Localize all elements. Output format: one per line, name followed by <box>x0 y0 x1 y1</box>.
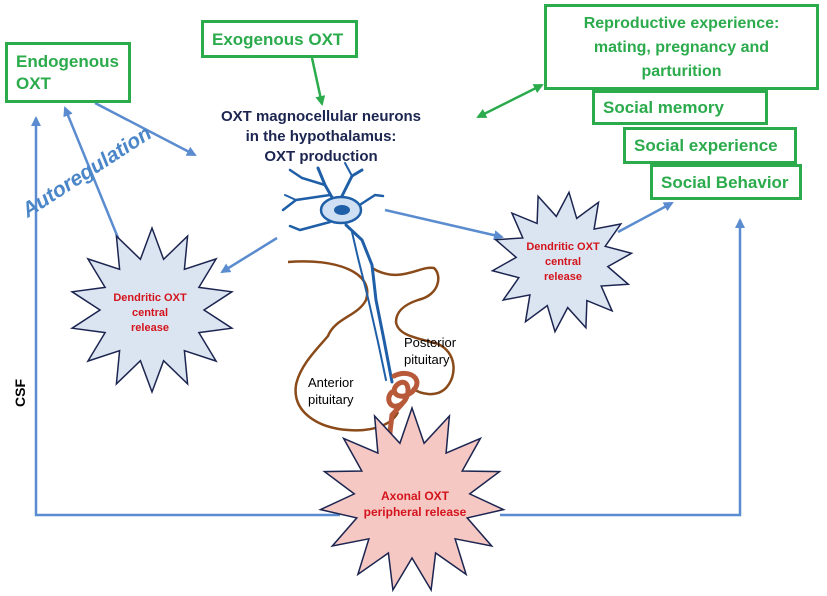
burst-left-line-1: Dendritic OXT <box>113 292 187 304</box>
neuron <box>281 162 394 384</box>
reproductive-line-3: parturition <box>641 63 722 80</box>
neurons-title-line-2: in the hypothalamus: <box>245 128 397 145</box>
social-behavior-box: Social Behavior <box>650 164 802 200</box>
arrow-to-endogenous-from-burst <box>63 106 127 256</box>
exogenous-oxt-box: Exogenous OXT <box>201 20 358 58</box>
arrow-reproductive-neurons <box>476 83 544 119</box>
endogenous-oxt-box: Endogenous OXT <box>5 42 131 103</box>
social-experience-box: Social experience <box>623 127 797 164</box>
burst-right-label: Dendritic OXT central release <box>508 240 618 285</box>
burst-left-label: Dendritic OXT central release <box>95 291 205 336</box>
burst-left-line-3: release <box>131 322 169 334</box>
reproductive-line-2: mating, pregnancy and <box>593 39 770 56</box>
arrow-neuron-to-right-burst <box>384 208 504 241</box>
posterior-line-1: Posterior <box>404 335 457 350</box>
arrow-endogenous-to-neurons <box>94 101 197 157</box>
posterior-line-2: pituitary <box>404 352 450 367</box>
posterior-pituitary-outline <box>371 266 455 396</box>
neurons-title-line-3: OXT production <box>264 148 378 165</box>
csf-label: CSF <box>12 379 28 407</box>
arrow-right-burst-to-behavior <box>617 201 674 234</box>
social-memory-box: Social memory <box>592 90 768 125</box>
social-memory-label: Social memory <box>603 98 724 117</box>
endogenous-oxt-label: Endogenous OXT <box>16 52 119 93</box>
posterior-pituitary-label: Posterior pituitary <box>404 334 474 368</box>
burst-right-line-3: release <box>544 271 582 283</box>
burst-dendritic-left <box>69 225 235 395</box>
anterior-line-2: pituitary <box>308 392 354 407</box>
anterior-pituitary-label: Anterior pituitary <box>308 374 378 408</box>
burst-dendritic-right <box>490 190 634 334</box>
reproductive-line-1: Reproductive experience: <box>583 15 780 32</box>
burst-left-line-2: central <box>131 307 169 319</box>
burst-bottom-line-2: peripheral release <box>363 505 467 519</box>
neurons-title: OXT magnocellular neurons in the hypotha… <box>196 107 446 167</box>
burst-right-line-1: Dendritic OXT <box>526 241 600 253</box>
anterior-line-1: Anterior <box>308 375 354 390</box>
burst-bottom-line-1: Axonal OXT <box>380 489 449 503</box>
axon-terminal-coil <box>386 370 420 435</box>
csf-loop-right <box>500 218 745 517</box>
reproductive-experience-box: Reproductive experience: mating, pregnan… <box>544 4 819 90</box>
arrow-neuron-to-left-burst <box>220 236 278 274</box>
neurons-title-line-1: OXT magnocellular neurons <box>220 108 422 125</box>
burst-axonal-bottom <box>318 405 506 593</box>
exogenous-oxt-label: Exogenous OXT <box>212 30 344 49</box>
neuron-nucleus <box>334 205 350 215</box>
csf-loop-left <box>31 116 340 517</box>
social-behavior-label: Social Behavior <box>661 173 789 192</box>
burst-right-line-2: central <box>544 256 582 268</box>
burst-bottom-label: Axonal OXT peripheral release <box>340 488 490 520</box>
arrow-exogenous-to-neurons <box>310 57 326 106</box>
social-experience-label: Social experience <box>634 136 778 155</box>
